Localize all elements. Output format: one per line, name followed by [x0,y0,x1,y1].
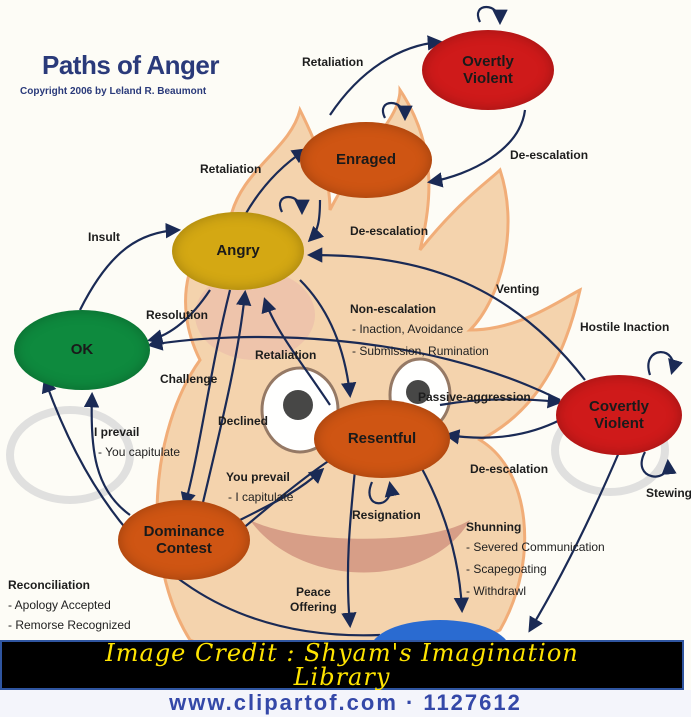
arrow-peace-offering [341,469,357,629]
arrow-shunning [419,464,470,614]
arrow-insult [79,222,182,311]
arrow-venting [306,247,586,381]
node-enraged: Enraged [300,122,432,198]
arrow-i-prevail [83,391,131,516]
arrow-de-escalation-top [426,109,527,188]
arrow-retaliation-top [329,35,444,116]
node-resentful: Resentful [314,400,450,478]
watermark-footer: www.clipartof.com · 1127612 [0,690,691,717]
label-retaliation-low: Retaliation [255,348,317,362]
node-angry: Angry [172,212,304,290]
label-challenge: Challenge [160,372,218,386]
label-venting: Venting [496,282,540,296]
page-title: Paths of Anger [42,50,219,80]
copyright-text: Copyright 2006 by Leland R. Beaumont [20,86,207,97]
label-retaliation-mid: Retaliation [200,162,262,176]
loop-covertly-violent-bottom [640,451,677,478]
label-non-escalation-item-2: - Submission, Rumination [352,344,489,358]
arrow-you-prevail [239,467,325,521]
label-shunning-item-3: - Withdrawl [466,584,527,598]
arrow-declined [198,289,252,516]
label-retaliation-top: Retaliation [302,55,364,69]
label-non-escalation: Non-escalation [350,302,437,316]
label-hostile-inaction: Hostile Inaction [580,320,670,334]
arrow-retaliation-low [261,297,331,406]
label-shunning-item-1: - Severed Communication [466,540,605,554]
label-you-prevail-sub: - I capitulate [228,490,294,504]
node-covertly-violent: Covertly Violent [556,375,682,455]
label-shunning-item-2: - Scapegoating [466,562,547,576]
arrow-to-ok-from-covert [146,335,561,401]
node-overtly-violent: Overtly Violent [422,30,554,110]
loop-angry [278,196,310,216]
loop-enraged [381,102,413,122]
arrow-covert-to-bottom [528,449,622,633]
arrow-reconciliation [41,377,381,637]
label-resignation: Resignation [352,508,421,522]
label-de-escalation-mid: De-escalation [350,224,429,238]
label-passive-aggression: Passive-aggression [418,390,531,404]
label-non-escalation-item-1: - Inaction, Avoidance [352,322,464,336]
label-declined: Declined [218,414,269,428]
arrow-de-escalation-mid [307,199,325,243]
label-peace-offering: Peace Offering [290,585,337,614]
label-i-prevail-sub: - You capitulate [98,445,181,459]
arrow-passive-aggression [439,393,564,409]
label-you-prevail: You prevail [226,470,290,484]
label-resolution: Resolution [146,308,208,322]
loop-overtly-violent [476,6,508,26]
label-shunning: Shunning [466,520,522,534]
label-reconciliation: Reconciliation [8,578,91,592]
transition-arrows [41,6,683,637]
credit-line-2: Library [293,663,391,691]
image-credit-banner: Image Credit : Shyam's Imagination Libra… [0,640,684,690]
label-de-escalation-low: De-escalation [470,462,549,476]
arrow-non-escalation [299,279,357,399]
label-insult: Insult [88,230,120,244]
node-dominance-contest: Dominance Contest [118,500,250,580]
label-reconciliation-item-1: - Apology Accepted [8,598,111,612]
label-reconciliation-item-2: - Remorse Recognized [8,618,131,632]
credit-line-1: Image Credit : Shyam's Imagination [105,639,579,667]
label-de-escalation-top: De-escalation [510,148,589,162]
label-stewing: Stewing [646,486,691,500]
label-i-prevail: I prevail [94,425,140,439]
arrow-challenge [180,289,232,508]
loop-resentful [368,480,400,505]
arrow-de-escalation-low [443,419,561,445]
loop-covertly-violent-top [647,351,683,376]
node-ok: OK [14,310,150,390]
